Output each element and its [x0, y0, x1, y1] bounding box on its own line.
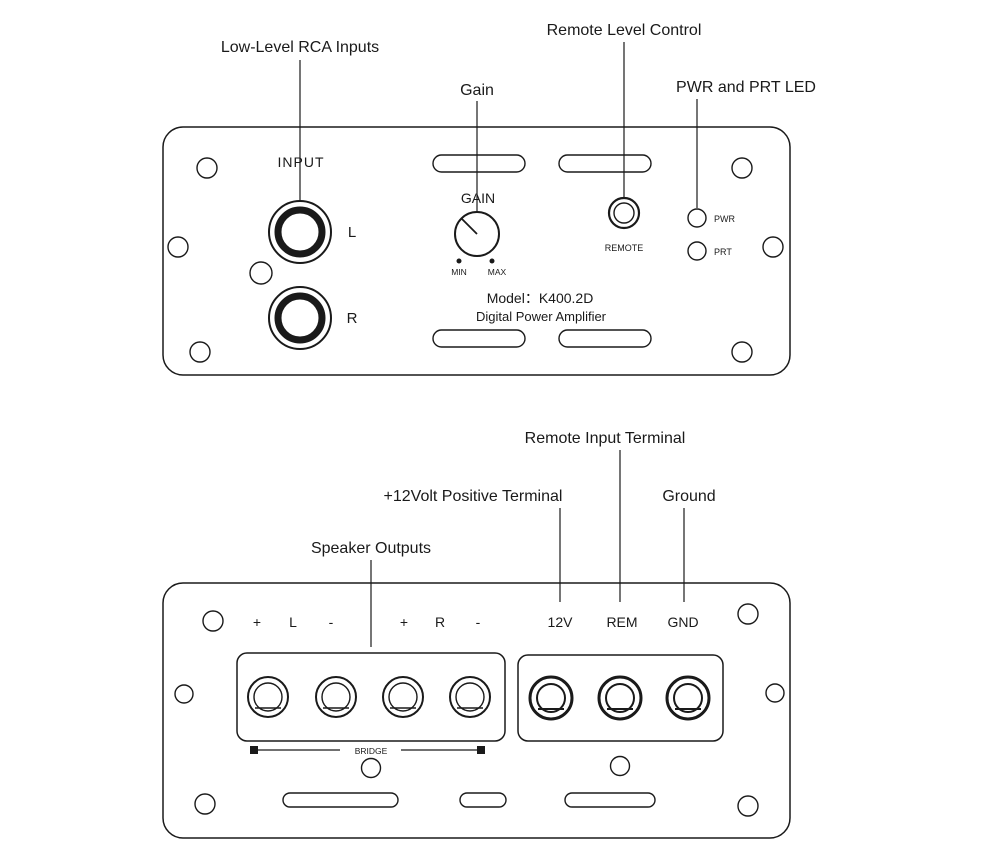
- mounting-hole: [609, 755, 631, 777]
- mounting-hole: [731, 157, 753, 179]
- rca-jack-right: [268, 286, 332, 350]
- callout-ground: Ground: [662, 488, 715, 505]
- mounting-hole: [189, 341, 211, 363]
- terminal-label-speaker-r-plus: +: [400, 614, 408, 630]
- mounting-hole: [174, 684, 194, 704]
- power-terminal-block: [517, 654, 724, 742]
- callout-rca-inputs: Low-Level RCA Inputs: [221, 39, 379, 56]
- callout-speaker-outputs: Speaker Outputs: [311, 540, 431, 557]
- terminal-inner: [321, 682, 351, 712]
- rca-left-label: L: [348, 224, 356, 241]
- gain-knob-pointer: [460, 217, 478, 235]
- terminal-label-speaker-r-minus: -: [476, 614, 481, 630]
- input-section-label: INPUT: [278, 154, 325, 170]
- mounting-hole: [737, 795, 759, 817]
- power-terminal-12v: [528, 675, 574, 721]
- bridge-end-marker: [477, 746, 485, 754]
- speaker-terminal: [382, 676, 424, 718]
- rca-jack-left-inner-ring: [274, 206, 326, 258]
- terminal-label-speaker-l: L: [289, 614, 297, 630]
- vent-slot: [564, 792, 656, 808]
- min-label: MIN: [451, 267, 467, 277]
- mounting-hole: [737, 603, 759, 625]
- model-name: Model：K400.2D: [487, 290, 594, 306]
- gain-knob-label: GAIN: [461, 190, 495, 206]
- speaker-terminal: [247, 676, 289, 718]
- mounting-hole: [167, 236, 189, 258]
- speaker-terminal-block: [236, 652, 506, 742]
- rca-jack-right-inner-ring: [274, 292, 326, 344]
- terminal-inner: [673, 683, 703, 713]
- callout-remote-level-control: Remote Level Control: [547, 22, 702, 39]
- top-callouts: Low-Level RCA Inputs Gain Remote Level C…: [221, 22, 816, 211]
- rca-right-label: R: [347, 310, 358, 327]
- prt-led: [687, 241, 707, 261]
- speaker-terminal-block-outline: [236, 652, 506, 742]
- vent-slot: [432, 154, 526, 173]
- rca-jack-left: [268, 200, 332, 264]
- terminal-label-speaker-r: R: [435, 614, 445, 630]
- speaker-terminal: [449, 676, 491, 718]
- callout-pwr-prt-led: PWR and PRT LED: [676, 79, 816, 96]
- terminal-inner: [455, 682, 485, 712]
- power-terminal-rem: [597, 675, 643, 721]
- top-panel: INPUT L R GAIN MIN MAX REMOTE PWR: [162, 126, 791, 376]
- vent-slot: [282, 792, 399, 808]
- prt-led-label: PRT: [714, 247, 732, 257]
- power-terminal-gnd: [665, 675, 711, 721]
- terminal-inner: [605, 683, 635, 713]
- speaker-terminal: [315, 676, 357, 718]
- terminal-label-12v: 12V: [548, 614, 574, 630]
- terminal-label-speaker-l-minus: -: [329, 614, 334, 630]
- bridge-marking: BRIDGE: [250, 746, 485, 779]
- terminal-label-speaker-l-plus: +: [253, 614, 261, 630]
- vent-slot: [432, 329, 526, 348]
- callout-gain: Gain: [460, 82, 494, 99]
- vent-slot: [558, 154, 652, 173]
- mounting-hole: [202, 610, 224, 632]
- pwr-led: [687, 208, 707, 228]
- terminal-label-rem: REM: [606, 614, 637, 630]
- remote-jack: [607, 196, 641, 230]
- bottom-panel: + L - + R - 12V REM GND: [162, 582, 791, 839]
- gain-knob: [454, 211, 500, 257]
- callout-remote-input-terminal: Remote Input Terminal: [525, 430, 686, 447]
- mounting-hole: [194, 793, 216, 815]
- max-label: MAX: [488, 267, 507, 277]
- terminal-inner: [388, 682, 418, 712]
- pwr-led-label: PWR: [714, 214, 735, 224]
- bridge-label: BRIDGE: [355, 746, 388, 756]
- bridge-end-marker: [250, 746, 258, 754]
- mounting-hole: [731, 341, 753, 363]
- bottom-callouts: Remote Input Terminal +12Volt Positive T…: [311, 430, 716, 647]
- model-description: Digital Power Amplifier: [476, 309, 607, 324]
- mounting-hole: [765, 683, 785, 703]
- remote-jack-inner-ring: [613, 202, 635, 224]
- terminal-label-gnd: GND: [667, 614, 698, 630]
- callout-positive-terminal: +12Volt Positive Terminal: [384, 488, 563, 505]
- mounting-hole: [249, 261, 273, 285]
- mounting-hole: [196, 157, 218, 179]
- terminal-inner: [536, 683, 566, 713]
- max-dot: [489, 258, 495, 264]
- mounting-hole: [762, 236, 784, 258]
- remote-jack-label: REMOTE: [605, 243, 644, 253]
- min-dot: [456, 258, 462, 264]
- vent-slot: [558, 329, 652, 348]
- terminal-inner: [253, 682, 283, 712]
- vent-slot: [459, 792, 507, 808]
- mounting-hole: [360, 757, 382, 779]
